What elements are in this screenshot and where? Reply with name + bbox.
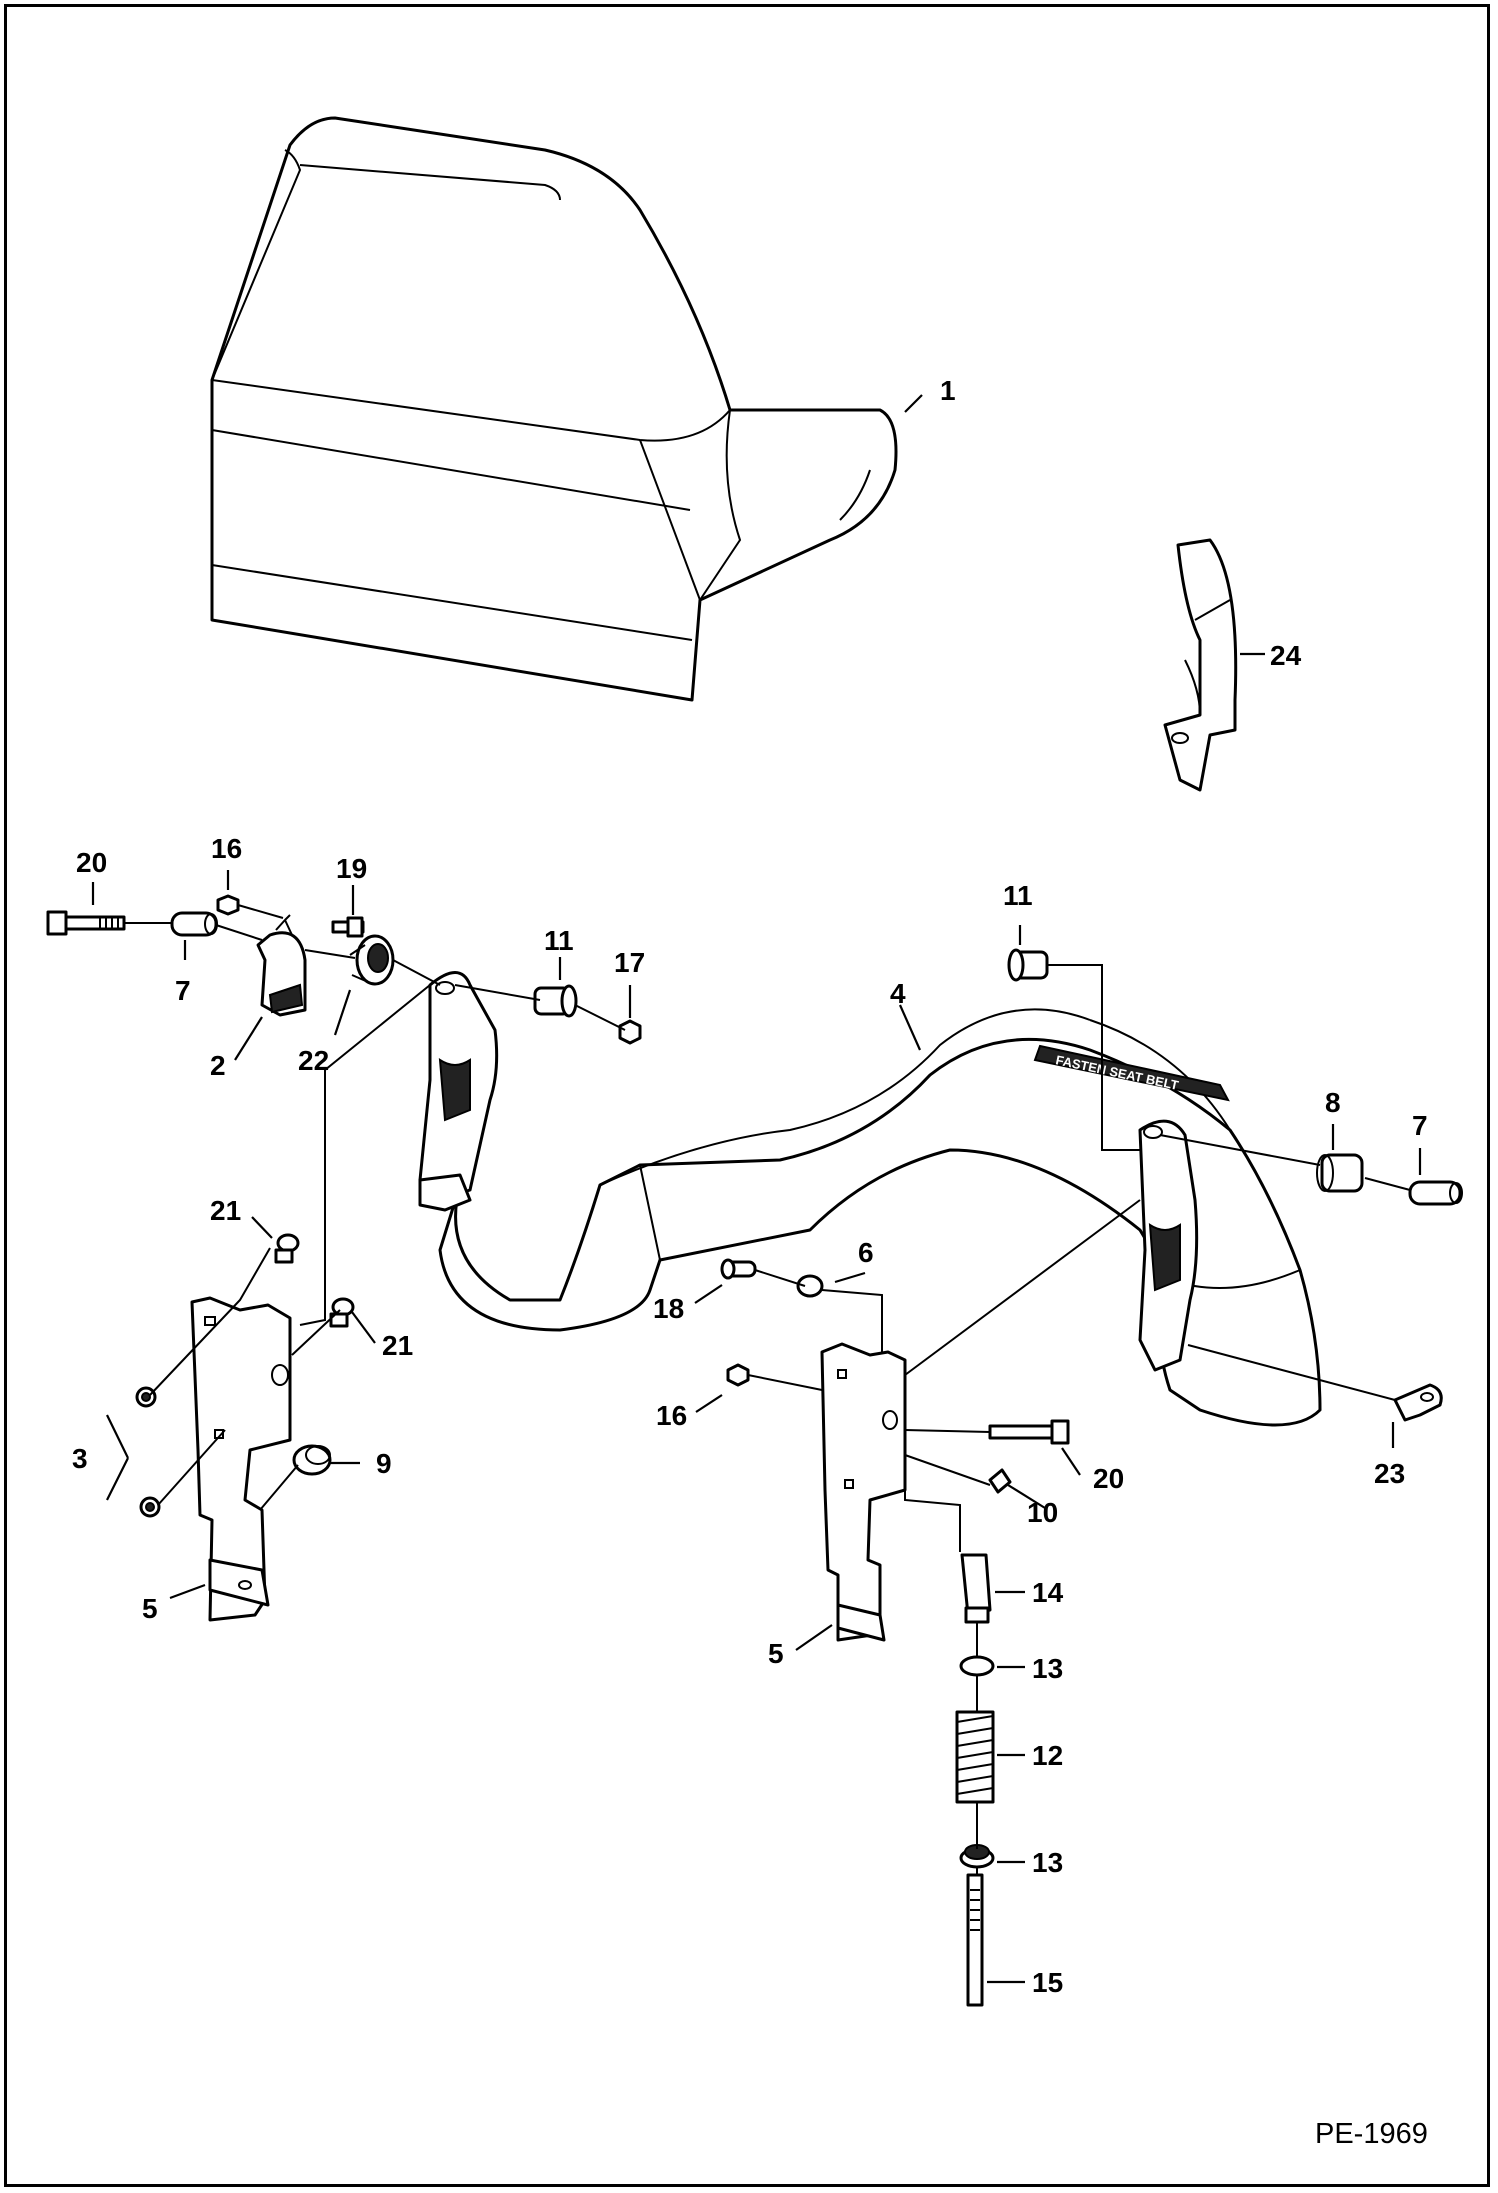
callout-15: 15 <box>1032 1967 1063 1998</box>
callout-20: 20 <box>1093 1463 1124 1494</box>
callout-19: 19 <box>336 853 367 884</box>
callout-10: 10 <box>1027 1497 1058 1528</box>
callout-20: 20 <box>76 847 107 878</box>
spacer-7-left <box>170 911 218 937</box>
bolt-21-lower <box>329 1297 355 1328</box>
clevis-14 <box>960 1553 992 1624</box>
callout-11: 11 <box>544 925 574 956</box>
nut-16-right <box>726 1363 750 1387</box>
callout-labels: 1 24 20 16 19 7 2 22 11 17 11 4 8 7 21 2… <box>72 375 1428 1998</box>
callout-12: 12 <box>1032 1740 1063 1771</box>
callout-3: 3 <box>72 1443 88 1474</box>
callout-24: 24 <box>1270 640 1302 671</box>
seat-support-bracket <box>1163 538 1238 792</box>
callout-2: 2 <box>210 1050 226 1081</box>
washer-3-lower <box>139 1496 161 1518</box>
callout-1: 1 <box>940 375 956 406</box>
bracket-5-left <box>190 1296 292 1622</box>
callout-23: 23 <box>1374 1458 1405 1489</box>
seat <box>210 116 898 702</box>
bolt-19 <box>331 916 365 938</box>
callout-7: 7 <box>175 975 191 1006</box>
bushing-22 <box>349 934 395 986</box>
bolt-20-left <box>46 910 126 936</box>
callout-16: 16 <box>211 833 242 864</box>
callout-7: 7 <box>1412 1110 1428 1141</box>
callout-18: 18 <box>653 1293 684 1324</box>
spring-12 <box>955 1710 995 1804</box>
callout-4: 4 <box>890 978 906 1009</box>
washer-3-upper <box>135 1386 157 1408</box>
callout-5: 5 <box>142 1593 158 1624</box>
callout-5: 5 <box>768 1638 784 1669</box>
bushing-13-upper <box>959 1655 995 1677</box>
nut-16-left <box>216 894 240 916</box>
callout-16: 16 <box>656 1400 687 1431</box>
callout-13: 13 <box>1032 1653 1063 1684</box>
bushing-8 <box>1316 1153 1364 1193</box>
callout-6: 6 <box>858 1237 874 1268</box>
latch-2 <box>256 914 307 1017</box>
leader-lines <box>91 394 1422 1984</box>
bracket-5-right <box>820 1342 907 1642</box>
callout-9: 9 <box>376 1448 392 1479</box>
pin-18 <box>720 1258 757 1280</box>
callout-22: 22 <box>298 1045 329 1076</box>
grommet-6 <box>796 1274 824 1298</box>
plug-9 <box>292 1444 332 1476</box>
callout-8: 8 <box>1325 1087 1341 1118</box>
bushing-11-right <box>1007 948 1049 982</box>
callout-21: 21 <box>210 1195 241 1226</box>
bracket-23 <box>1393 1383 1443 1422</box>
spacer-7-right <box>1408 1180 1463 1206</box>
bolt-21-upper <box>274 1233 300 1264</box>
nut-17 <box>618 1019 642 1045</box>
callout-13: 13 <box>1032 1847 1063 1878</box>
bolt-20-right <box>988 1419 1070 1445</box>
drawing-code: PE-1969 <box>1315 2118 1428 2150</box>
clip-10 <box>988 1468 1012 1494</box>
callout-11: 11 <box>1003 880 1033 911</box>
rod-15 <box>966 1873 984 2007</box>
bushing-11-left <box>533 984 578 1018</box>
seat-bar: FASTEN SEAT BELT <box>418 971 1322 1427</box>
callout-14: 14 <box>1032 1577 1064 1608</box>
callout-21: 21 <box>382 1330 413 1361</box>
callout-17: 17 <box>614 947 645 978</box>
assembly-lines <box>124 904 1411 1875</box>
